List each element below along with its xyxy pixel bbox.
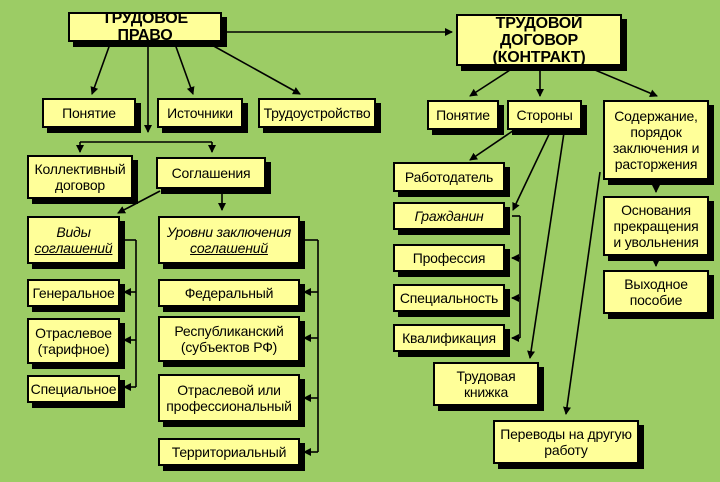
transfers: Переводы на другую работу <box>493 420 639 464</box>
kind-special: Специальное <box>27 375 120 403</box>
agreement-kinds: Виды соглашений <box>27 216 120 264</box>
contract-parties: Стороны <box>507 100 582 130</box>
agreement-levels: Уровни заключения соглашений <box>158 216 300 264</box>
party-citizen: Гражданин <box>393 202 505 230</box>
level-industry: Отраслевой или профессиональный <box>158 374 300 422</box>
labor-law-sources: Источники <box>157 98 243 128</box>
level-territorial: Территориальный <box>158 438 300 466</box>
labor-law-concept: Понятие <box>42 98 136 128</box>
contract-concept: Понятие <box>427 100 499 130</box>
labor-law-employment: Трудоустройство <box>258 98 376 128</box>
level-republic: Республиканский (субъектов РФ) <box>158 316 300 362</box>
citizen-specialty: Специальность <box>393 284 505 312</box>
kind-sectoral: Отраслевое (тарифное) <box>27 318 120 364</box>
party-employer: Работодатель <box>393 162 505 192</box>
collective-agreement: Коллективный договор <box>27 155 133 199</box>
termination-grounds: Основания прекращения и увольнения <box>603 196 709 256</box>
labor-contract-title: ТРУДОВОЙ ДОГОВОР (КОНТРАКТ) <box>456 14 622 66</box>
level-federal: Федеральный <box>158 279 300 307</box>
work-book: Трудовая книжка <box>433 362 539 406</box>
labor-law-title: ТРУДОВОЕ ПРАВО <box>68 12 222 42</box>
severance-pay: Выходное пособие <box>603 270 709 314</box>
agreements: Соглашения <box>156 157 266 189</box>
citizen-profession: Профессия <box>393 244 505 272</box>
kind-general: Генеральное <box>27 279 120 307</box>
contract-content: Содержание, порядок заключения и расторж… <box>603 100 709 180</box>
citizen-qualification: Квалификация <box>393 324 505 352</box>
